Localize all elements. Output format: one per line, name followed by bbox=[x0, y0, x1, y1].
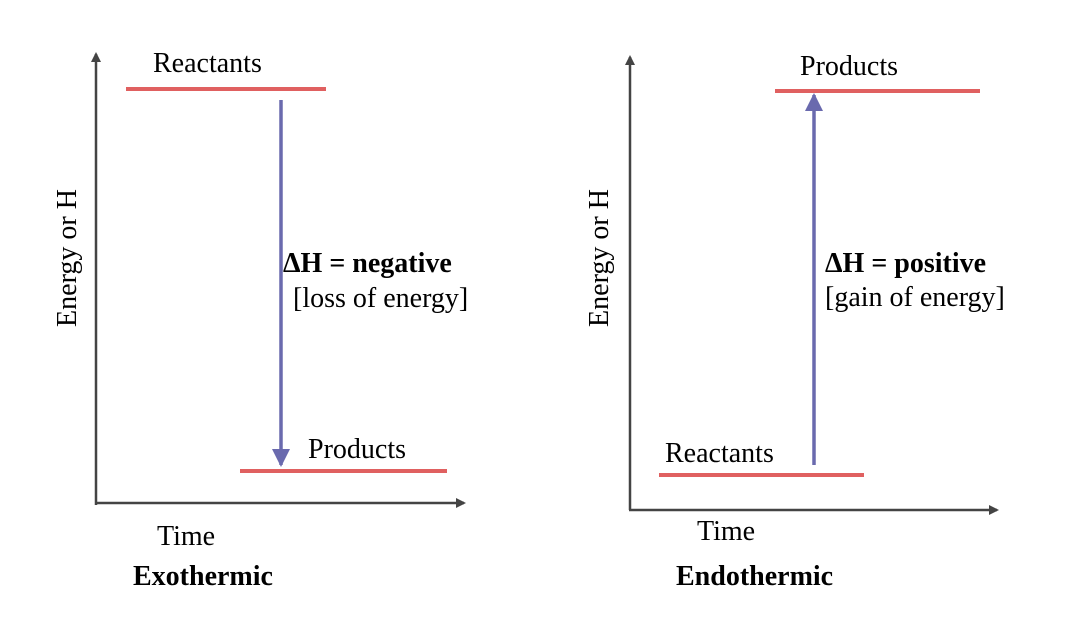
x-axis-label: Time bbox=[697, 516, 755, 547]
endothermic-diagram: Products Reactants ΔH = positive [gain o… bbox=[584, 51, 1005, 592]
y-axis-label: Energy or H bbox=[52, 189, 83, 327]
diagram-title: Exothermic bbox=[133, 561, 273, 592]
delta-h-label: ΔH = negative bbox=[283, 248, 452, 279]
exothermic-diagram: Reactants Products ΔH = negative [loss o… bbox=[52, 48, 468, 592]
y-axis-label: Energy or H bbox=[584, 189, 615, 327]
reactants-label: Reactants bbox=[665, 438, 774, 469]
delta-h-label: ΔH = positive bbox=[825, 248, 986, 279]
diagram-title: Endothermic bbox=[676, 561, 833, 592]
energy-note: [loss of energy] bbox=[293, 283, 468, 314]
products-label: Products bbox=[308, 434, 406, 465]
energy-note: [gain of energy] bbox=[825, 282, 1005, 313]
reactants-label: Reactants bbox=[153, 48, 262, 79]
products-label: Products bbox=[800, 51, 898, 82]
x-axis-label: Time bbox=[157, 521, 215, 552]
